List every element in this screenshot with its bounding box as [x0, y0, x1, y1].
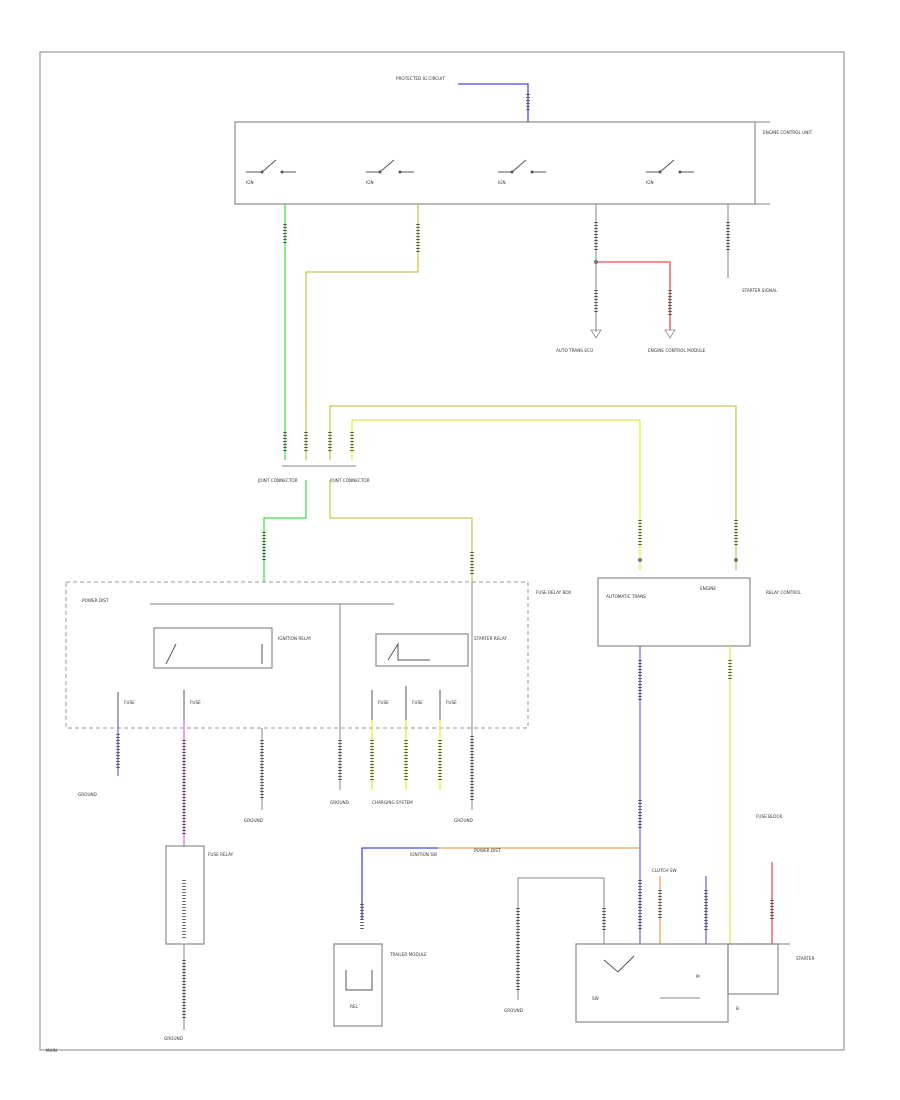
starter-relay-label: STARTER RELAY — [474, 636, 507, 641]
gray-wire-6 — [517, 877, 605, 1000]
diagram-frame — [39, 51, 845, 1051]
fuse-1: FUSE — [117, 692, 135, 720]
ground-mid-label: GROUND — [330, 800, 349, 805]
yellow-green-wire-2 — [329, 480, 473, 582]
fuse-relay-box — [65, 581, 529, 729]
svg-text:FUSE: FUSE — [446, 700, 457, 705]
power-dist-label: POWER DIST — [82, 598, 109, 603]
relay-id-label: REL — [350, 1004, 359, 1009]
blue-wire-top — [458, 83, 529, 122]
power-label-2: POWER DIST — [474, 848, 501, 853]
ignition-relay-box — [153, 627, 273, 669]
trailer-module-box — [333, 943, 383, 1027]
ecu-switch-2: IGN — [366, 159, 414, 185]
footer-label: MAIN — [46, 1048, 57, 1053]
engine-control-module-label: ENGINE CONTROL MODULE — [648, 348, 706, 353]
engine-main-label: ENGINE — [700, 586, 716, 591]
svg-text:FUSE: FUSE — [378, 700, 389, 705]
yellow-green-bus — [329, 405, 737, 570]
ground-ecu-label: GROUND — [78, 792, 97, 797]
starter-motor-label: STARTER — [796, 956, 815, 961]
fuse-relay-main-label: FUSE RELAY — [208, 852, 234, 857]
starter-signal-label: STARTER SIGNAL — [742, 288, 778, 293]
yellow-green-wire-1 — [305, 204, 419, 460]
svg-text:IGN: IGN — [498, 180, 506, 185]
fuse-4: FUSE — [405, 686, 423, 720]
fuse-2: FUSE — [183, 690, 201, 720]
junction-a-label: JOINT CONNECTOR — [257, 478, 298, 483]
svg-text:IGN: IGN — [646, 180, 654, 185]
ecu-switch-1: IGN — [246, 159, 296, 185]
fuse-5: FUSE — [439, 690, 457, 720]
junction-b-label: JOINT CONNECTOR — [329, 478, 370, 483]
ecu-label: ENGINE CONTROL UNIT — [763, 130, 813, 135]
fuse-relay-main-box — [165, 845, 205, 945]
ground-bottom-label: GROUND — [164, 1036, 183, 1041]
charging-system-label: CHARGING SYSTEM — [372, 800, 413, 805]
svg-text:B: B — [736, 1006, 739, 1011]
svg-text:IGN: IGN — [246, 180, 254, 185]
fuse-3: FUSE — [371, 690, 389, 720]
svg-text:IGN: IGN — [366, 180, 374, 185]
ground-bottom-mid-label: GROUND — [504, 1008, 523, 1013]
starter-motor-box — [575, 943, 729, 1023]
auto-trans-main-label: AUTOMATIC TRANS — [606, 594, 646, 599]
svg-text:FUSE: FUSE — [412, 700, 423, 705]
auto-trans-ecu-label: AUTO TRANS ECU — [556, 348, 593, 353]
svg-text:SW: SW — [592, 996, 599, 1001]
fuse-block-label: FUSE BLOCK — [756, 814, 782, 819]
svg-text:FUSE: FUSE — [124, 700, 135, 705]
ecu-box — [234, 121, 756, 205]
ecu-switch-3: IGN — [498, 159, 546, 185]
top-source-label: PROTECTED IG CIRCUIT — [396, 76, 446, 81]
ground-left-label: GROUND — [244, 818, 263, 823]
ignition-relay-label: IGNITION RELAY — [278, 636, 312, 641]
relay-control-label: RELAY CONTROL — [766, 590, 802, 595]
ground-right-label: GROUND — [454, 818, 473, 823]
clutch-sw-label: CLUTCH SW — [652, 868, 677, 873]
fuse-relay-box-label: FUSE RELAY BOX — [536, 590, 571, 595]
ignition-sw-label: IGNITION SW — [410, 852, 437, 857]
red-wire-starter — [596, 261, 671, 330]
blue-wire-2 — [361, 847, 438, 920]
ecu-switch-4: IGN — [646, 159, 694, 185]
svg-text:M: M — [696, 974, 700, 979]
starter-solenoid-box — [727, 943, 779, 995]
green-wire-2 — [263, 480, 307, 582]
relay-control-box — [597, 577, 751, 647]
yellow-green-bus-2 — [351, 419, 641, 570]
svg-text:FUSE: FUSE — [190, 700, 201, 705]
starter-relay-box — [375, 633, 469, 667]
trailer-module-label: TRAILER MODULE — [389, 952, 427, 957]
